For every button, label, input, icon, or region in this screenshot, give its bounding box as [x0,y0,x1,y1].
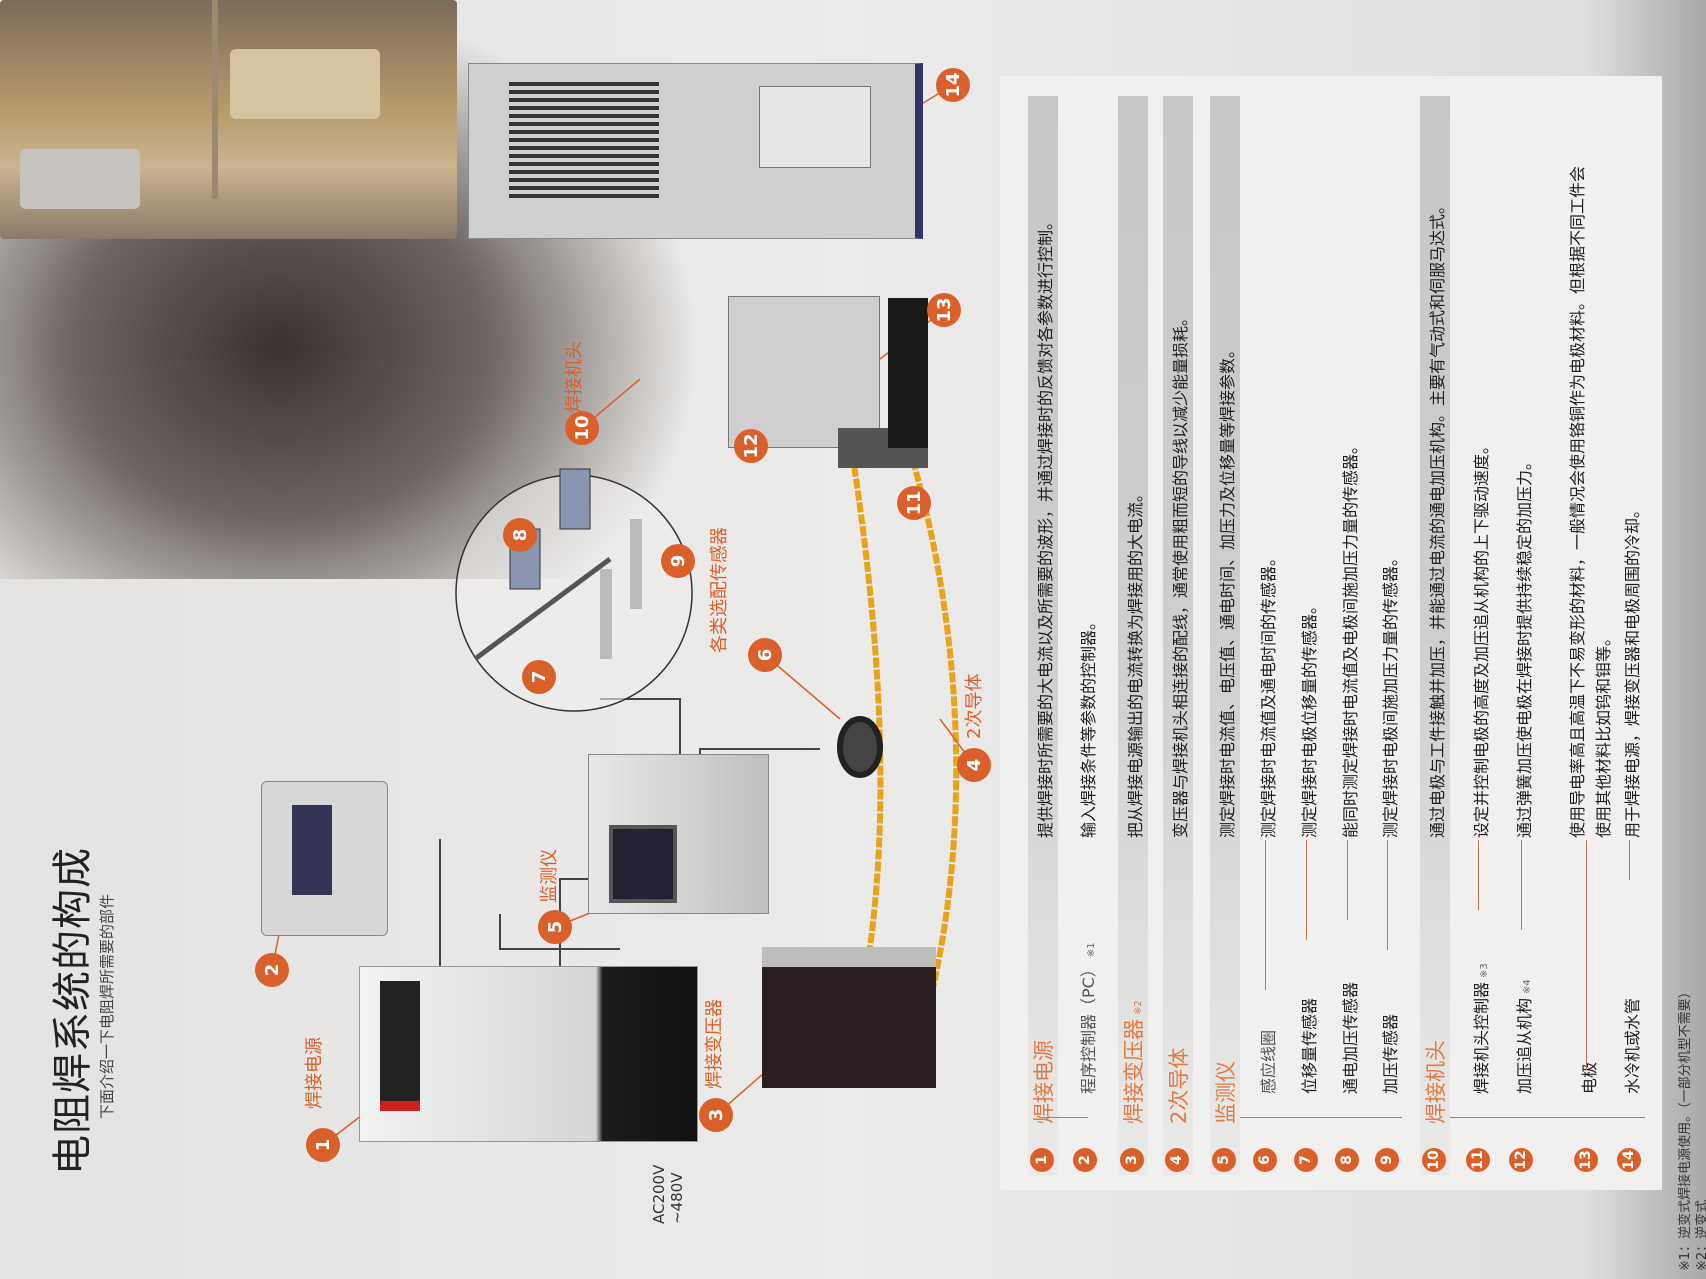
callout-8: 8 [503,518,537,552]
callout-9: 9 [661,544,695,578]
row-number: 14 [1617,1148,1641,1172]
row-description: 使用其他材料比如钨和钼等。 [1594,629,1613,838]
table-row: 13 电极 使用导电率高且高温下不易变形的材料，一般情况会使用铬铜作为电极材料。… [1560,76,1616,1190]
row-description: 测定焊接时电流值及通电时间的传感器。 [1259,549,1278,838]
callout-3: 3 [699,1098,733,1132]
row-description: 输入焊接条件等参数的控制器。 [1079,613,1098,838]
callout-14: 14 [936,68,970,102]
row-name: 焊接机头控制器※3 [1472,963,1491,1094]
row-name: 焊接机头 [1424,1040,1448,1124]
table-row: 12 加压追从机构※4 通过弹簧加压使电极在焊接时提供持续稳定的加压力。 [1507,76,1535,1190]
table-row: 8 通电加压传感器 能同时测定焊接时电流值及电极间施加压力量的传感器。 [1333,76,1361,1190]
row-description: 通过弹簧加压使电极在焊接时提供持续稳定的加压力。 [1515,453,1534,838]
row-number: 8 [1335,1148,1359,1172]
row-description: 使用导电率高且高温下不易变形的材料，一般情况会使用铬铜作为电极材料。但根据不同工… [1568,165,1587,838]
callout-13: 13 [927,293,961,327]
callout-6: 6 [748,638,782,672]
row-description: 测定焊接时电极位移量的传感器。 [1300,597,1319,838]
row-name: 监测仪 [1214,1061,1238,1124]
callout-10: 10 [565,411,599,445]
row-name: 加压追从机构※4 [1515,979,1534,1094]
row-number: 5 [1212,1148,1236,1172]
row-number: 13 [1574,1148,1598,1172]
table-row: 5 监测仪 测定焊接时电流值、电压值、通电时间、加压力及位移量等焊接参数。 [1210,76,1238,1190]
table-row: 11 焊接机头控制器※3 设定并控制电极的高度及加压追从机构的上下驱动速度。 [1464,76,1492,1190]
signal-line [699,748,820,756]
callout-label-welding-head: 焊接机头 [564,341,585,413]
callout-12: 12 [734,429,768,463]
row-description: 把从焊接电源输出的电流转换为焊接用的大电流。 [1126,485,1145,838]
row-name: 感应线圈 [1259,1029,1278,1094]
row-number: 10 [1422,1148,1446,1172]
row-description: 能同时测定焊接时电流值及电极间施加压力量的传感器。 [1341,437,1360,838]
sensors-label: 各类选配传感器 [709,527,730,653]
row-name: 焊接变压器※2 [1122,1000,1146,1124]
table-row: 1 焊接电源 提供焊接时所需要的大电流以及所需要的波形，并通过焊接时的反馈对各参… [1028,76,1056,1190]
callout-7: 7 [522,660,556,694]
row-name: 水冷机或水管 [1623,997,1642,1094]
row-number: 2 [1073,1148,1097,1172]
table-row: 9 加压传感器 测定焊接时电极间施加压力量的传感器。 [1373,76,1401,1190]
weld-monitor [588,754,769,914]
program-controller [261,781,388,936]
row-number: 4 [1165,1148,1189,1172]
row-number: 9 [1375,1148,1399,1172]
row-number: 11 [1466,1148,1490,1172]
callout-label-power-supply: 焊接电源 [304,1037,325,1109]
row-name: 程序控制器（PC）※1 [1079,942,1098,1094]
callout-2: 2 [255,953,289,987]
table-row: 7 位移量传感器 测定焊接时电极位移量的传感器。 [1292,76,1320,1190]
water-chiller [468,63,923,239]
callout-label-secondary-conductor: 2次导体 [964,673,985,739]
row-description: 测定焊接时电流值、电压值、通电时间、加压力及位移量等焊接参数。 [1218,341,1237,838]
table-row: 10 焊接机头 通过电极与工件接触并加压，并能通过电流的通电加压机构。主要有气动… [1420,76,1448,1190]
row-description: 测定焊接时电极间施加压力量的传感器。 [1381,549,1400,838]
signal-line [499,914,620,950]
callout-1: 1 [306,1128,340,1162]
row-description: 用于焊接电源，焊接变压器和电极周围的冷却。 [1623,501,1642,838]
table-row: 2 程序控制器（PC）※1 输入焊接条件等参数的控制器。 [1071,76,1099,1190]
signal-line [600,698,681,756]
callout-label-transformer: 焊接变压器 [704,999,725,1089]
row-name: 位移量传感器 [1300,997,1319,1094]
row-name: 加压传感器 [1381,1013,1400,1094]
footnote-2: ※2：逆变式 [1695,1199,1706,1271]
row-number: 3 [1120,1148,1144,1172]
row-name: 2次导体 [1167,1047,1191,1124]
component-table: 1 焊接电源 提供焊接时所需要的大电流以及所需要的波形，并通过焊接时的反馈对各参… [1000,76,1662,1190]
row-name: 焊接电源 [1032,1040,1056,1124]
callout-11: 11 [897,486,931,520]
callout-5: 5 [538,910,572,944]
row-number: 7 [1294,1148,1318,1172]
row-description: 变压器与焊接机头相连接的配线，通常使用粗而短的导线以减少能量损耗。 [1171,309,1190,838]
callout-4: 4 [957,748,991,782]
induction-coil [837,716,883,778]
callout-label-monitor: 监测仪 [539,849,560,903]
row-description: 提供焊接时所需要的大电流以及所需要的波形，并通过焊接时的反馈对各参数进行控制。 [1036,213,1055,838]
table-row: 6 感应线圈 测定焊接时电流值及通电时间的传感器。 [1251,76,1279,1190]
row-number: 6 [1253,1148,1277,1172]
table-row: 14 水冷机或水管 用于焊接电源，焊接变压器和电极周围的冷却。 [1615,76,1643,1190]
row-number: 1 [1030,1148,1054,1172]
welding-transformer [762,947,936,1088]
supply-voltage: AC200V ~480V [650,1164,686,1224]
row-number: 12 [1509,1148,1533,1172]
row-name: 通电加压传感器 [1341,981,1360,1094]
row-description: 通过电极与工件接触并加压，并能通过电流的通电加压机构。主要有气动式和伺服马达式。 [1428,197,1447,838]
table-row: 4 2次导体 变压器与焊接机头相连接的配线，通常使用粗而短的导线以减少能量损耗。 [1163,76,1191,1190]
welding-power-supply [359,966,698,1142]
row-description: 设定并控制电极的高度及加压追从机构的上下驱动速度。 [1472,437,1491,838]
table-row: 3 焊接变压器※2 把从焊接电源输出的电流转换为焊接用的大电流。 [1118,76,1146,1190]
row-name: 电极 [1580,1061,1599,1094]
